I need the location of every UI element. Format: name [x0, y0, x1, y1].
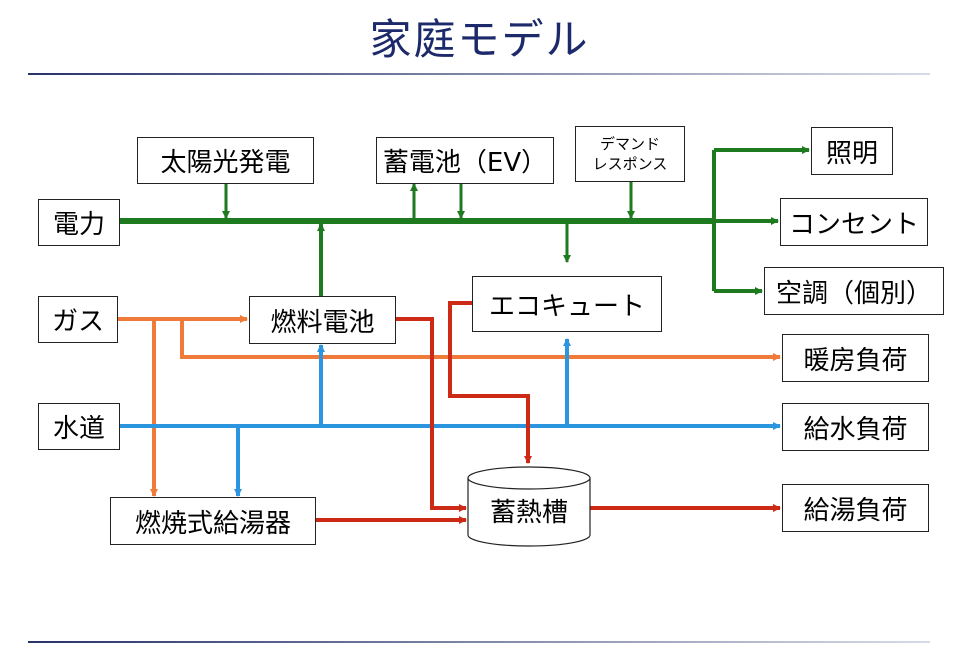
- node-water: 水道: [38, 403, 120, 450]
- title-divider: [28, 73, 930, 75]
- footer-divider: [28, 641, 930, 643]
- fuel-cell-to-tank-arrow: [396, 317, 467, 512]
- node-outlet: コンセント: [780, 198, 928, 246]
- node-heating-load: 暖房負荷: [782, 334, 929, 382]
- node-aircon: 空調（個別）: [764, 267, 944, 315]
- gas-to-heating-load-arrow: [180, 319, 781, 361]
- node-combustion-heater: 燃焼式給湯器: [110, 497, 316, 545]
- node-storage-tank: 蓄熱槽: [489, 497, 568, 528]
- node-electricity: 電力: [38, 199, 120, 246]
- page-title: 家庭モデル: [369, 15, 590, 64]
- node-gas: ガス: [38, 296, 118, 343]
- node-hot-water-load: 給湯負荷: [782, 484, 929, 532]
- ecocute-to-tank-arrow: [448, 301, 532, 464]
- node-water-supply-load: 給水負荷: [782, 403, 929, 451]
- node-ecocute: エコキュート: [472, 276, 662, 332]
- node-fuel-cell: 燃料電池: [249, 296, 396, 344]
- storage-tank-cylinder: [467, 466, 591, 547]
- node-demand-response: デマンド レスポンス: [575, 126, 685, 182]
- node-battery: 蓄電池（EV）: [376, 137, 554, 184]
- node-solar: 太陽光発電: [137, 137, 314, 184]
- node-lighting: 照明: [811, 127, 893, 175]
